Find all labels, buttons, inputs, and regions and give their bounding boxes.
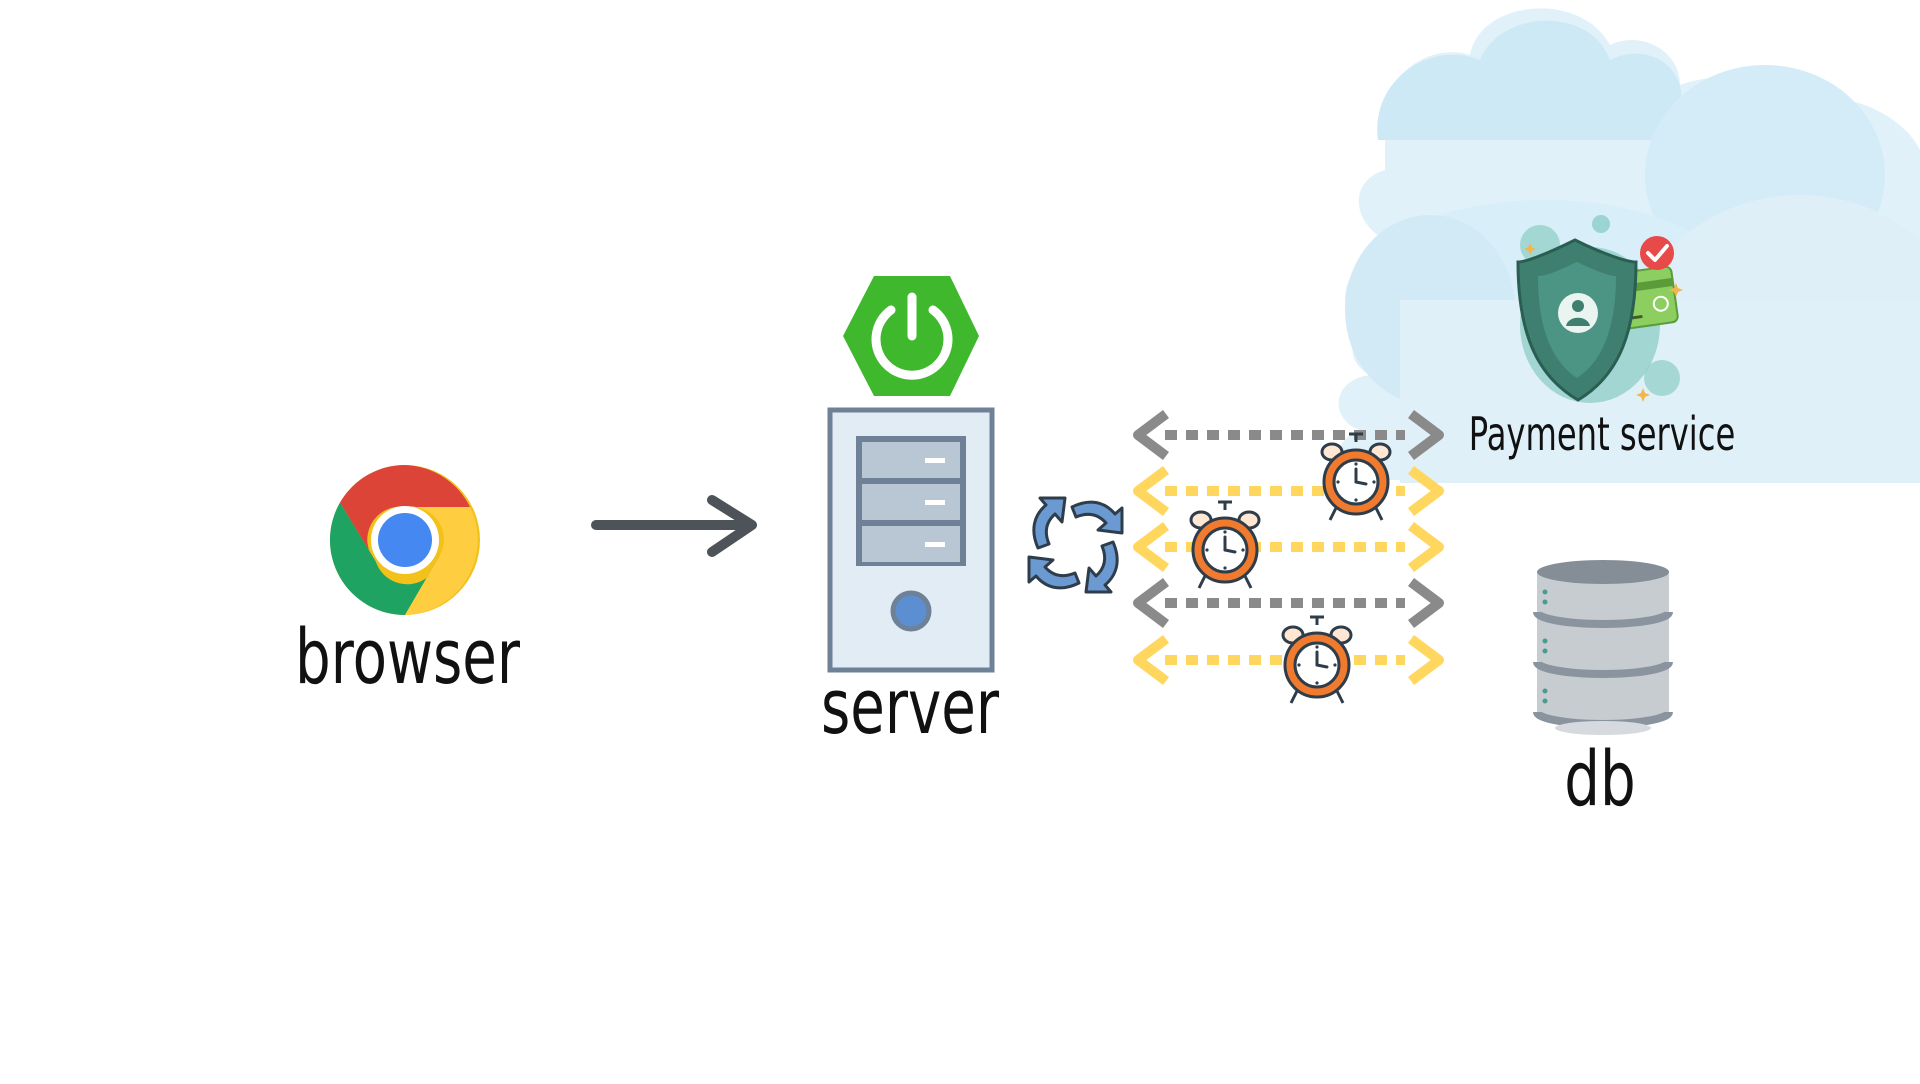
success-call-arrow — [1133, 410, 1444, 460]
refresh-cycle-icon — [1027, 496, 1124, 594]
alarm-clock-icon — [1281, 615, 1353, 705]
server-label: server — [820, 662, 1000, 751]
database-cylinder-icon — [1533, 560, 1673, 735]
server-tower-icon — [827, 407, 995, 673]
success-call-arrow — [1133, 578, 1444, 628]
db-label: db — [1564, 734, 1636, 823]
chrome-browser-icon — [329, 465, 480, 616]
spring-power-icon — [843, 276, 979, 396]
timeout-call-arrow — [1133, 522, 1444, 572]
timeout-call-arrow — [1133, 635, 1444, 685]
payment-service-label: Payment service — [1468, 407, 1736, 461]
browser-label: browser — [295, 612, 521, 701]
alarm-clock-icon — [1189, 500, 1261, 590]
request-arrow — [591, 495, 757, 557]
security-shield-card-icon — [1516, 215, 1683, 403]
